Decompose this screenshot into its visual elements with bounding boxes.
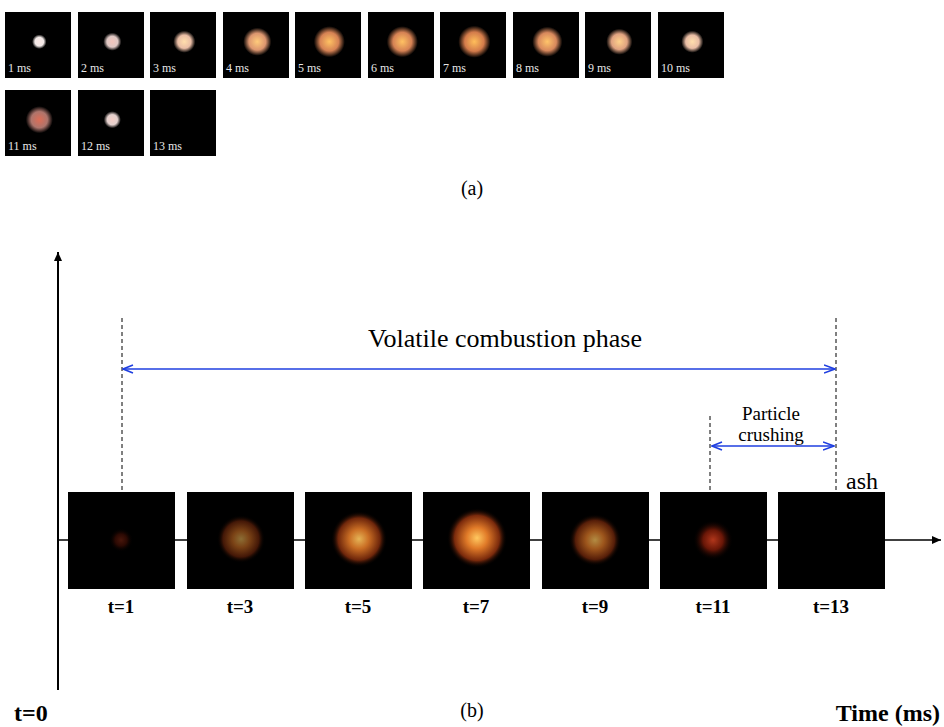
axis-label: Time (ms) [836,700,940,726]
y-axis [57,252,59,690]
camera-frame: 9 ms [585,12,651,78]
time-label: 3 ms [153,61,176,76]
phase-arrow [712,445,834,447]
panel-label: (b) [460,699,483,721]
time-label: 4 ms [226,61,249,76]
camera-frame: 5 ms [295,12,361,78]
camera-frame: 3 ms [150,12,216,78]
camera-frame: 2 ms [78,12,144,78]
time-label: t=5 [345,597,372,618]
time-label: 5 ms [298,61,321,76]
time-label: 12 ms [81,139,110,154]
time-label: 6 ms [371,61,394,76]
camera-frame: 8 ms [513,12,579,78]
camera-frame: 7 ms [440,12,506,78]
time-label: 1 ms [8,61,31,76]
time-label: t=13 [813,597,849,618]
time-label: t=11 [695,597,730,618]
time-label: 11 ms [8,139,37,154]
time-label: t=3 [227,597,254,618]
time-label: 7 ms [443,61,466,76]
camera-frame: 1 ms [5,12,71,78]
dashed-marker [122,318,123,492]
frame-sequence [68,492,885,589]
camera-frame: 12 ms [78,90,144,156]
phase-label: Volatile combustion phase [368,325,642,354]
time-label: 8 ms [516,61,539,76]
dashed-marker [836,318,837,492]
time-label: 2 ms [81,61,104,76]
panel-label: (a) [461,177,483,199]
time-label: 9 ms [588,61,611,76]
camera-frame: 10 ms [658,12,724,78]
time-label: t=7 [463,597,490,618]
time-label: t=1 [108,597,135,618]
camera-frame: 4 ms [223,12,289,78]
axis-label: t=0 [14,700,48,726]
camera-frame: 13 ms [150,90,216,156]
phase-label: Particle crushing [724,404,819,446]
camera-frame: 6 ms [368,12,434,78]
dashed-marker [710,416,711,492]
time-label: t=9 [582,597,609,618]
stage-label: ash [846,468,878,494]
camera-frame: 11 ms [5,90,71,156]
time-label: 10 ms [661,61,690,76]
phase-arrow [123,368,835,370]
time-label: 13 ms [153,139,182,154]
